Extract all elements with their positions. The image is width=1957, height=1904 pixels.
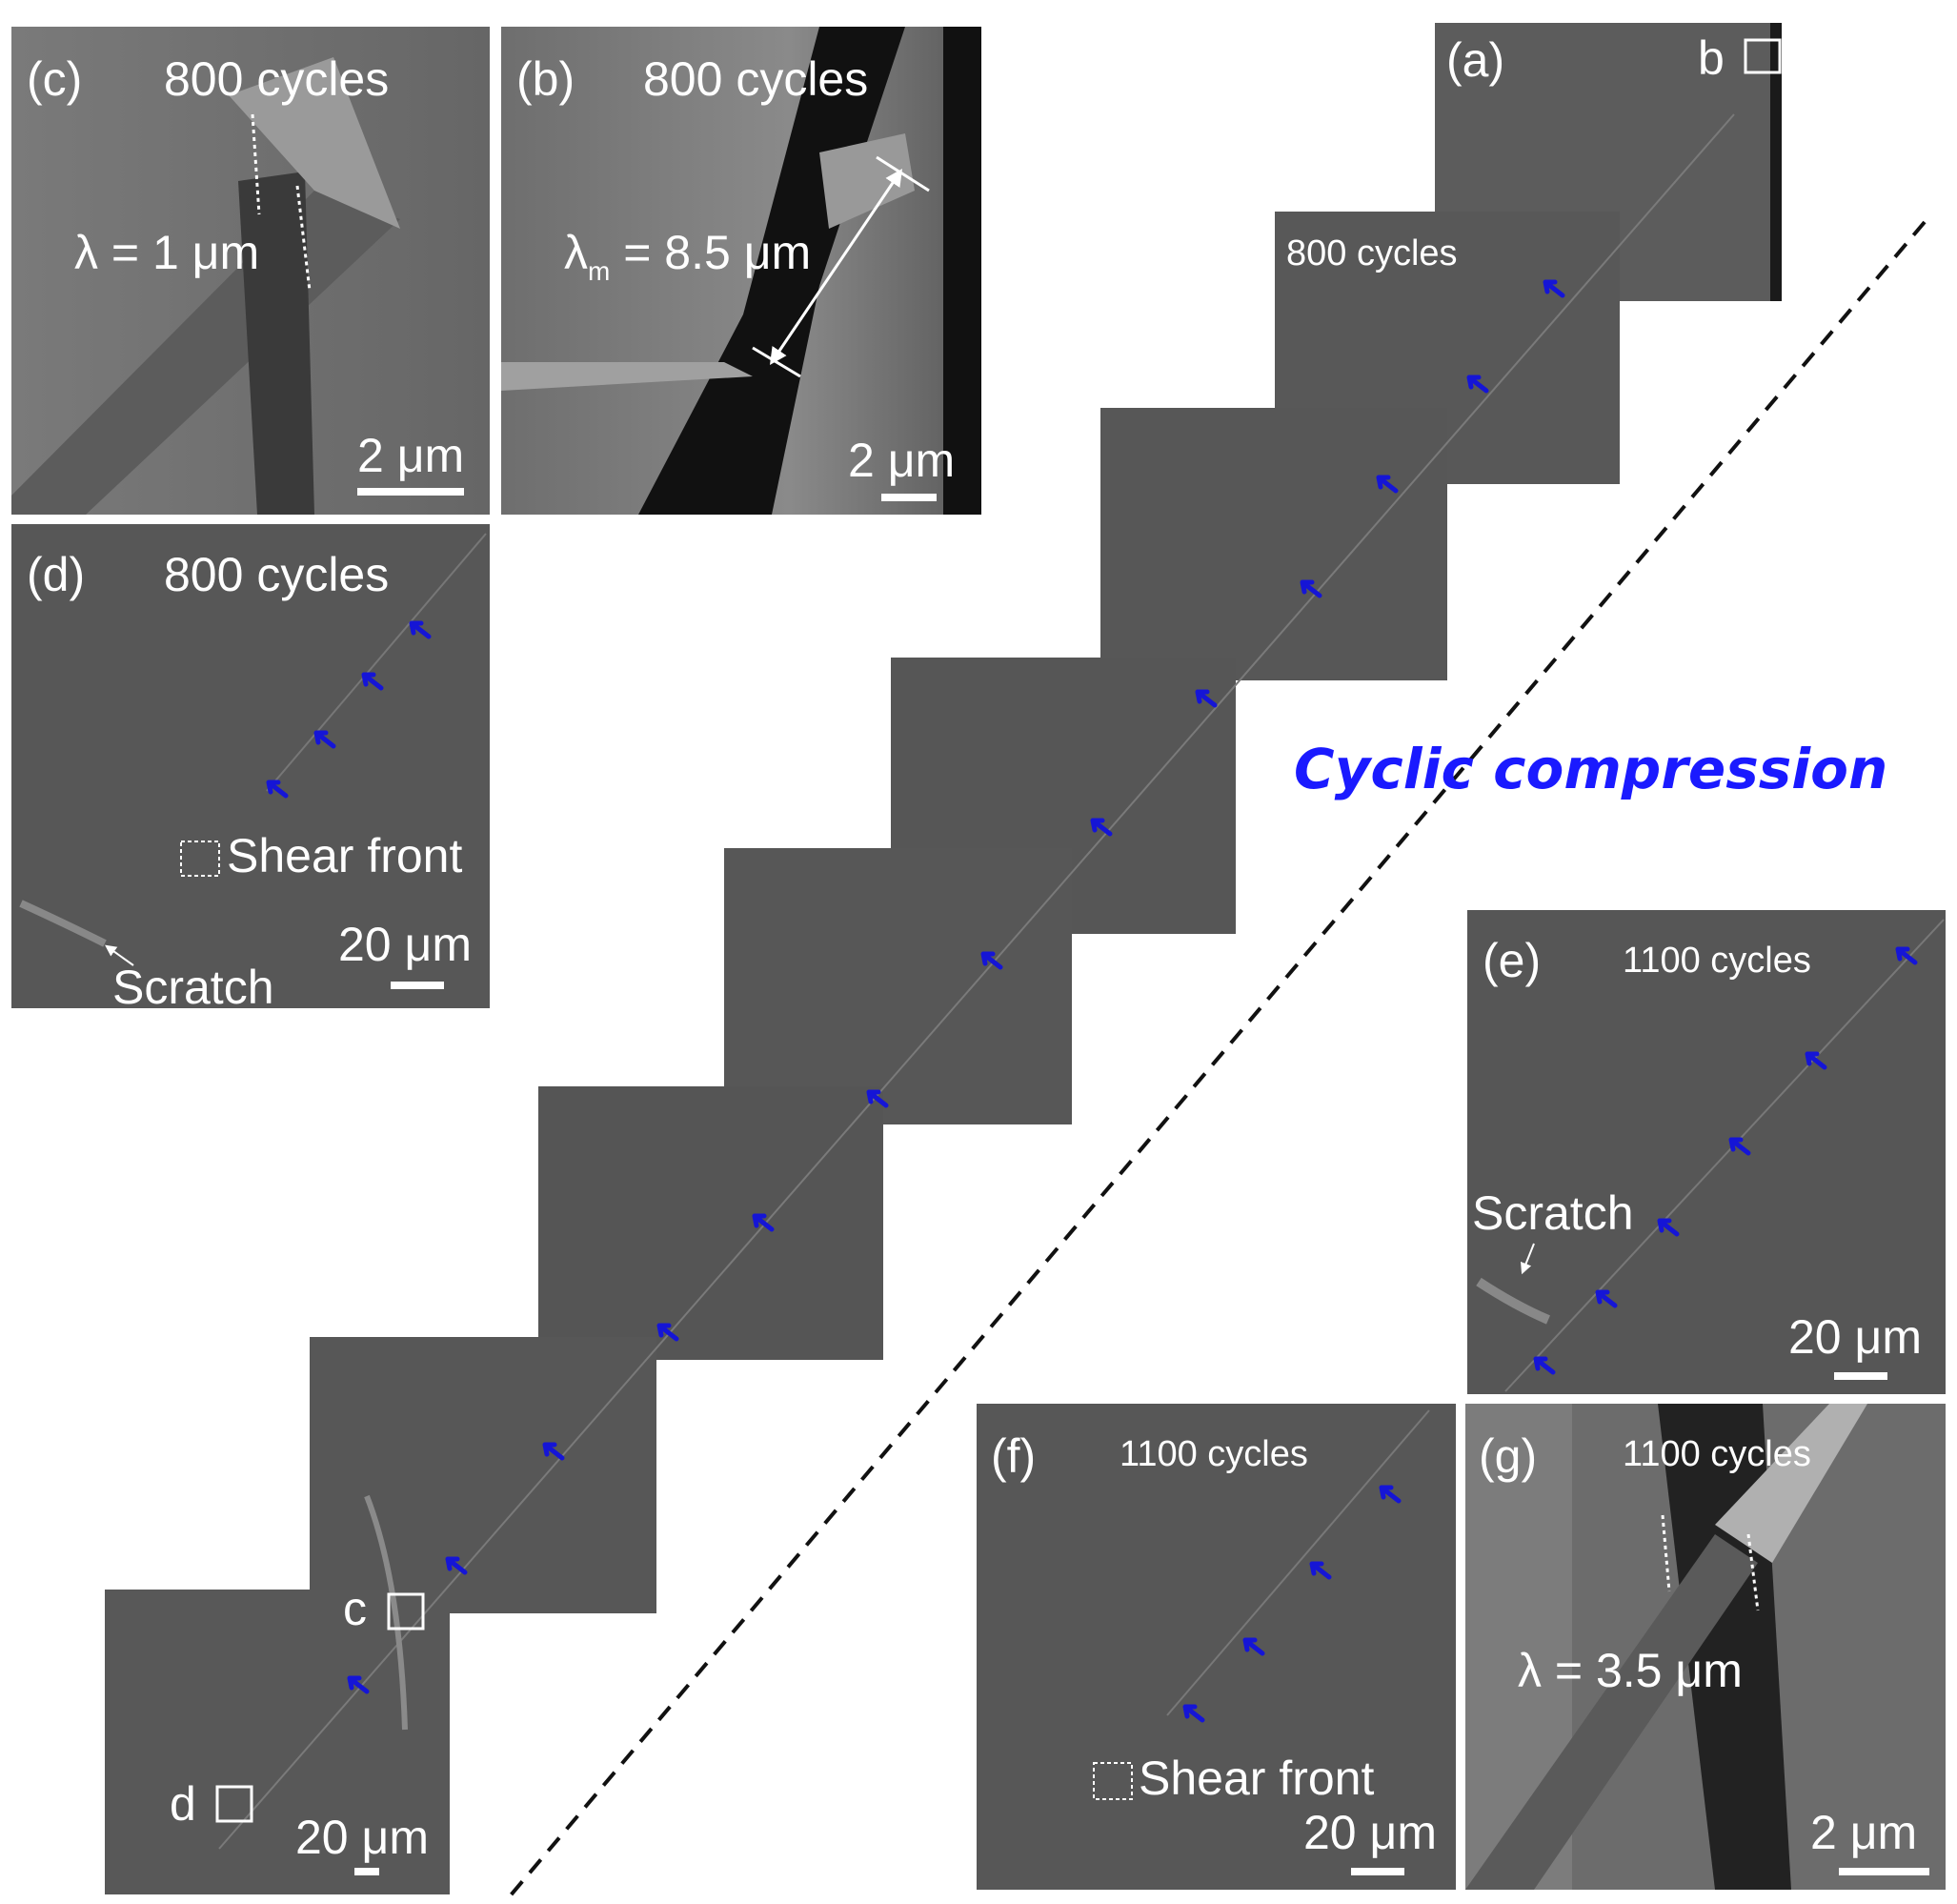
shear-arrow-icon [980, 951, 1003, 970]
shear-arrow-icon [1543, 279, 1565, 298]
panel-a-tag: (a) [1446, 33, 1504, 87]
panel-e-cycles: 1100 cycles [1623, 941, 1811, 981]
shear-arrow-icon [1376, 475, 1399, 494]
inset-d-box [215, 1785, 253, 1823]
panel-f-shear-label: Shear front [1139, 1752, 1374, 1805]
panel-d: (d) 800 cycles Shear front 20 μm Scratch [11, 524, 490, 1014]
panel-d-shear-box [180, 841, 220, 877]
shear-front-arrows [266, 279, 1918, 1723]
shear-arrow-icon [409, 620, 432, 639]
panel-e: (e) 1100 cycles Scratch 20 μm [1467, 910, 1946, 1394]
shear-band-line [218, 113, 1735, 1850]
scratch-streak [364, 1494, 408, 1731]
panel-c-scale-label: 2 μm [357, 429, 464, 482]
panel-b-measure-arrow [769, 169, 903, 365]
shear-arrow-icon [866, 1089, 889, 1108]
inset-b-box [1744, 38, 1782, 74]
panel-g-cycles: 1100 cycles [1623, 1434, 1811, 1474]
shear-arrow-icon [361, 672, 384, 691]
panel-c-tag: (c) [27, 52, 82, 106]
panel-g-scale-bar [1839, 1868, 1929, 1875]
panel-f-scale-bar [1351, 1868, 1404, 1875]
panel-f-cycles: 1100 cycles [1120, 1434, 1308, 1474]
shear-arrow-icon [752, 1213, 775, 1232]
shear-arrow-icon [1309, 1561, 1332, 1580]
shear-arrow-icon [1300, 579, 1322, 598]
panel-d-scale-label: 20 μm [338, 918, 472, 971]
panel-d-tag: (d) [27, 548, 85, 601]
shear-arrow-icon [1379, 1485, 1402, 1504]
panel-f-tag: (f) [991, 1429, 1036, 1483]
shear-arrow-icon [1805, 1051, 1827, 1070]
panel-c-cycles: 800 cycles [164, 52, 389, 106]
panel-b-lambda: λ [564, 226, 588, 279]
shear-arrow-icon [445, 1556, 468, 1575]
shear-arrow-icon [1533, 1356, 1556, 1375]
shear-arrow-icon [313, 730, 336, 749]
shear-arrow-icon [1595, 1289, 1618, 1308]
panel-b-scale-label: 2 μm [848, 434, 955, 487]
panel-a-cycles: 800 cycles [1286, 233, 1458, 273]
shear-arrow-icon [1195, 689, 1218, 708]
panel-c: (c) 800 cycles λ = 1 μm 2 μm [11, 27, 490, 515]
panel-d-cycles: 800 cycles [164, 548, 389, 601]
panel-e-scale-label: 20 μm [1788, 1310, 1922, 1364]
panel-b: (b) 800 cycles λm = 8.5 μm 2 μm [501, 27, 981, 515]
shear-arrow-icon [1466, 375, 1489, 394]
panel-d-shear-label: Shear front [227, 829, 462, 882]
panel-a-inset-b-label: b [1698, 31, 1725, 85]
inset-c-label: c [343, 1582, 367, 1635]
panel-e-scratch-label: Scratch [1472, 1186, 1634, 1240]
panel-c-measure: λ = 1 μm [74, 226, 259, 279]
shear-arrow-icon [656, 1323, 679, 1342]
dashed-diagonal [508, 220, 1927, 1898]
shear-arrow-icon [1090, 818, 1113, 837]
shear-arrow-icon [1728, 1137, 1751, 1156]
shear-arrow-icon [1242, 1637, 1265, 1656]
panel-e-scale-bar [1834, 1372, 1887, 1380]
panel-b-cycles: 800 cycles [643, 52, 868, 106]
panel-g-measure: λ = 3.5 μm [1518, 1644, 1743, 1697]
panel-g-tag: (g) [1479, 1429, 1537, 1483]
panel-g: (g) 1100 cycles λ = 3.5 μm 2 μm [1465, 1404, 1946, 1890]
stitched-sem-strip [105, 23, 1782, 1894]
shear-arrow-icon [1182, 1704, 1205, 1723]
strip-scale-label: 20 μm [295, 1811, 429, 1864]
shear-arrow-icon [266, 780, 289, 799]
panel-e-tag: (e) [1483, 934, 1541, 987]
inset-d-label: d [170, 1777, 196, 1831]
panel-g-scale-label: 2 μm [1810, 1806, 1917, 1859]
panel-b-scale-bar [881, 494, 937, 501]
shear-arrow-icon [1895, 946, 1918, 965]
panel-b-tag: (b) [516, 52, 575, 106]
panel-b-measure-value: = 8.5 μm [610, 226, 811, 279]
figure-title: Cyclic compression [1294, 737, 1887, 801]
strip-scale-bar [354, 1868, 379, 1875]
panel-f: (f) 1100 cycles Shear front 20 μm [977, 1404, 1456, 1890]
shear-arrow-icon [1657, 1218, 1680, 1237]
panel-b-measure: λm = 8.5 μm [564, 226, 811, 286]
shear-arrow-icon [347, 1675, 370, 1694]
panel-d-scale-bar [391, 982, 444, 989]
inset-c-box [387, 1592, 425, 1631]
panel-f-shear-box [1093, 1762, 1133, 1800]
panel-f-scale-label: 20 μm [1303, 1806, 1437, 1859]
panel-b-lambda-sub: m [588, 256, 610, 286]
panel-d-scratch-label: Scratch [112, 961, 274, 1014]
shear-arrow-icon [542, 1442, 565, 1461]
panel-c-scale-bar [357, 488, 464, 496]
